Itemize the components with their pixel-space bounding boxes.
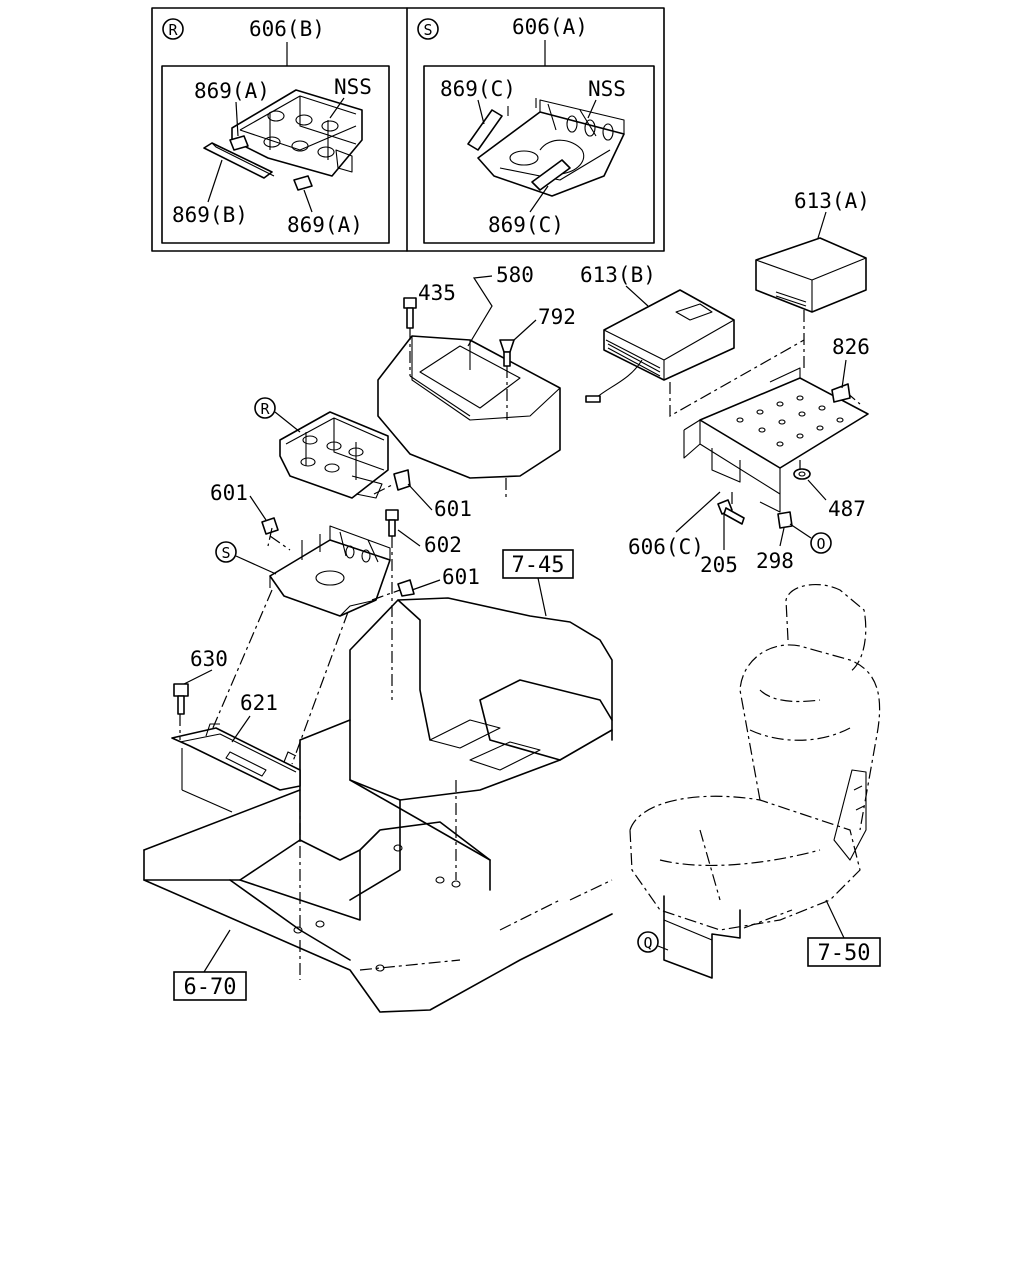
cover-580	[377, 335, 561, 479]
ref-box-7-45	[502, 549, 574, 579]
bolt-435	[403, 297, 417, 376]
inset-s-label-nss: NSS	[588, 77, 626, 101]
inset-r-bracket-illustration	[203, 89, 363, 191]
plate-606c	[683, 367, 869, 513]
bracket-606a-main	[269, 525, 391, 617]
label-601-c: 601	[442, 565, 480, 589]
reference-boxes: 7-45 6-70 7-50	[173, 549, 881, 1001]
marker-r	[254, 397, 276, 419]
label-298: 298	[756, 549, 794, 573]
marker-o	[810, 532, 832, 554]
assembly-lines-left	[179, 478, 507, 928]
seat-illustration	[629, 583, 881, 979]
ref-6-70: 6-70	[184, 975, 237, 1000]
label-621: 621	[240, 691, 278, 715]
marker-s-text: S	[221, 544, 230, 562]
clip-298	[777, 511, 793, 529]
inset-s-title: 606(A)	[512, 15, 588, 39]
inset-r-label-869a-top: 869(A)	[194, 79, 270, 103]
inset-r: R 606(B) 869(A) NSS 869(B)	[161, 17, 390, 244]
marker-r-text: R	[260, 400, 270, 418]
label-487: 487	[828, 497, 866, 521]
inset-r-marker-text: R	[168, 21, 178, 39]
label-580: 580	[496, 263, 534, 287]
label-602: 602	[424, 533, 462, 557]
ref-box-7-50	[807, 937, 881, 967]
inset-s-label-869c-bottom: 869(C)	[488, 213, 564, 237]
inset-r-label-869b: 869(B)	[172, 203, 248, 227]
clip-792	[499, 339, 515, 420]
marker-q	[637, 931, 659, 953]
nut-601-a	[261, 517, 279, 535]
inset-r-box	[161, 65, 390, 244]
washer-487	[793, 468, 811, 480]
circle-markers: R S O Q	[215, 397, 832, 953]
bracket-621	[171, 723, 301, 813]
inset-r-title: 606(B)	[249, 17, 325, 41]
label-601-a: 601	[210, 481, 248, 505]
bolt-630	[173, 683, 189, 715]
floor-console-base	[143, 597, 613, 1013]
bracket-606b-main	[279, 411, 389, 499]
marker-q-text: Q	[643, 934, 652, 952]
label-630: 630	[190, 647, 228, 671]
inset-s-marker-text: S	[423, 21, 432, 39]
label-613b: 613(B)	[580, 263, 656, 287]
inset-s-box	[423, 65, 655, 244]
ref-7-45: 7-45	[512, 553, 565, 578]
label-792: 792	[538, 305, 576, 329]
marker-o-text: O	[816, 535, 825, 553]
label-606c: 606(C)	[628, 535, 704, 559]
inset-r-marker	[162, 18, 184, 40]
bolt-205	[717, 499, 745, 525]
inset-s: S 606(A) 869(C) NSS 869(C)	[417, 15, 655, 244]
label-613a: 613(A)	[794, 189, 870, 213]
unit-613b	[585, 289, 735, 403]
inset-s-label-869c-top: 869(C)	[440, 77, 516, 101]
inset-r-label-nss: NSS	[334, 75, 372, 99]
inset-s-bracket-illustration	[467, 98, 625, 197]
ref-7-50: 7-50	[818, 941, 871, 966]
ref-box-6-70	[173, 971, 247, 1001]
clip-826	[831, 383, 851, 403]
bolt-602	[385, 509, 399, 700]
label-435: 435	[418, 281, 456, 305]
marker-s	[215, 541, 237, 563]
label-826: 826	[832, 335, 870, 359]
label-601-b: 601	[434, 497, 472, 521]
label-205: 205	[700, 553, 738, 577]
unit-613a	[755, 237, 867, 313]
inset-s-marker	[417, 18, 439, 40]
part-labels: 613(A) 613(B) 580 435 792 826 601 601 60…	[183, 189, 870, 743]
nut-601-b	[393, 469, 411, 491]
inset-r-label-869a-bottom: 869(A)	[287, 213, 363, 237]
nut-601-c	[397, 579, 415, 597]
inset-frame	[151, 7, 665, 252]
